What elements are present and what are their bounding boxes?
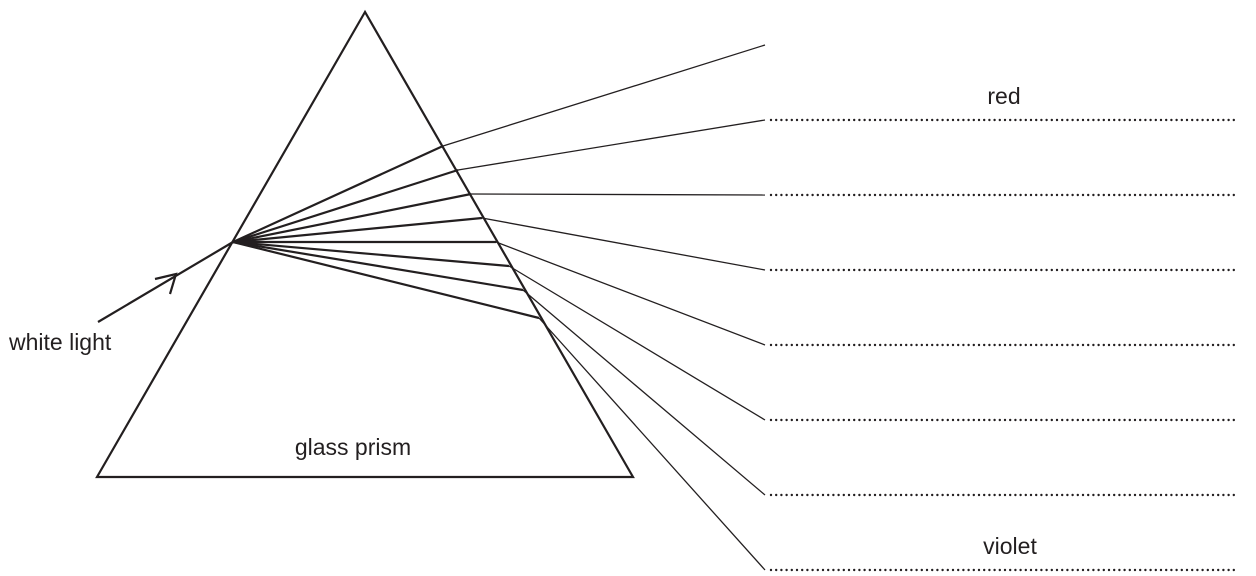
emergent-ray-4 xyxy=(482,218,765,270)
glass-prism xyxy=(97,12,633,477)
answer-lines xyxy=(771,120,1236,570)
emergent-ray-1 xyxy=(443,45,765,146)
emergent-ray-3 xyxy=(471,194,765,195)
emergent-ray-5 xyxy=(496,242,765,345)
violet-label: violet xyxy=(983,533,1037,559)
internal-ray-8 xyxy=(233,242,539,318)
emergent-ray-6 xyxy=(509,266,765,420)
internal-ray-1 xyxy=(233,146,443,242)
emergent-rays xyxy=(443,45,765,570)
red-label: red xyxy=(987,83,1020,109)
internal-ray-3 xyxy=(233,194,471,242)
white-light-label: white light xyxy=(8,329,112,355)
white-light-ray xyxy=(98,242,233,322)
internal-ray-7 xyxy=(233,242,523,290)
internal-ray-6 xyxy=(233,242,509,266)
emergent-ray-8 xyxy=(539,318,765,570)
emergent-ray-7 xyxy=(523,290,765,495)
glass-prism-label: glass prism xyxy=(295,434,411,460)
internal-rays xyxy=(233,146,539,318)
